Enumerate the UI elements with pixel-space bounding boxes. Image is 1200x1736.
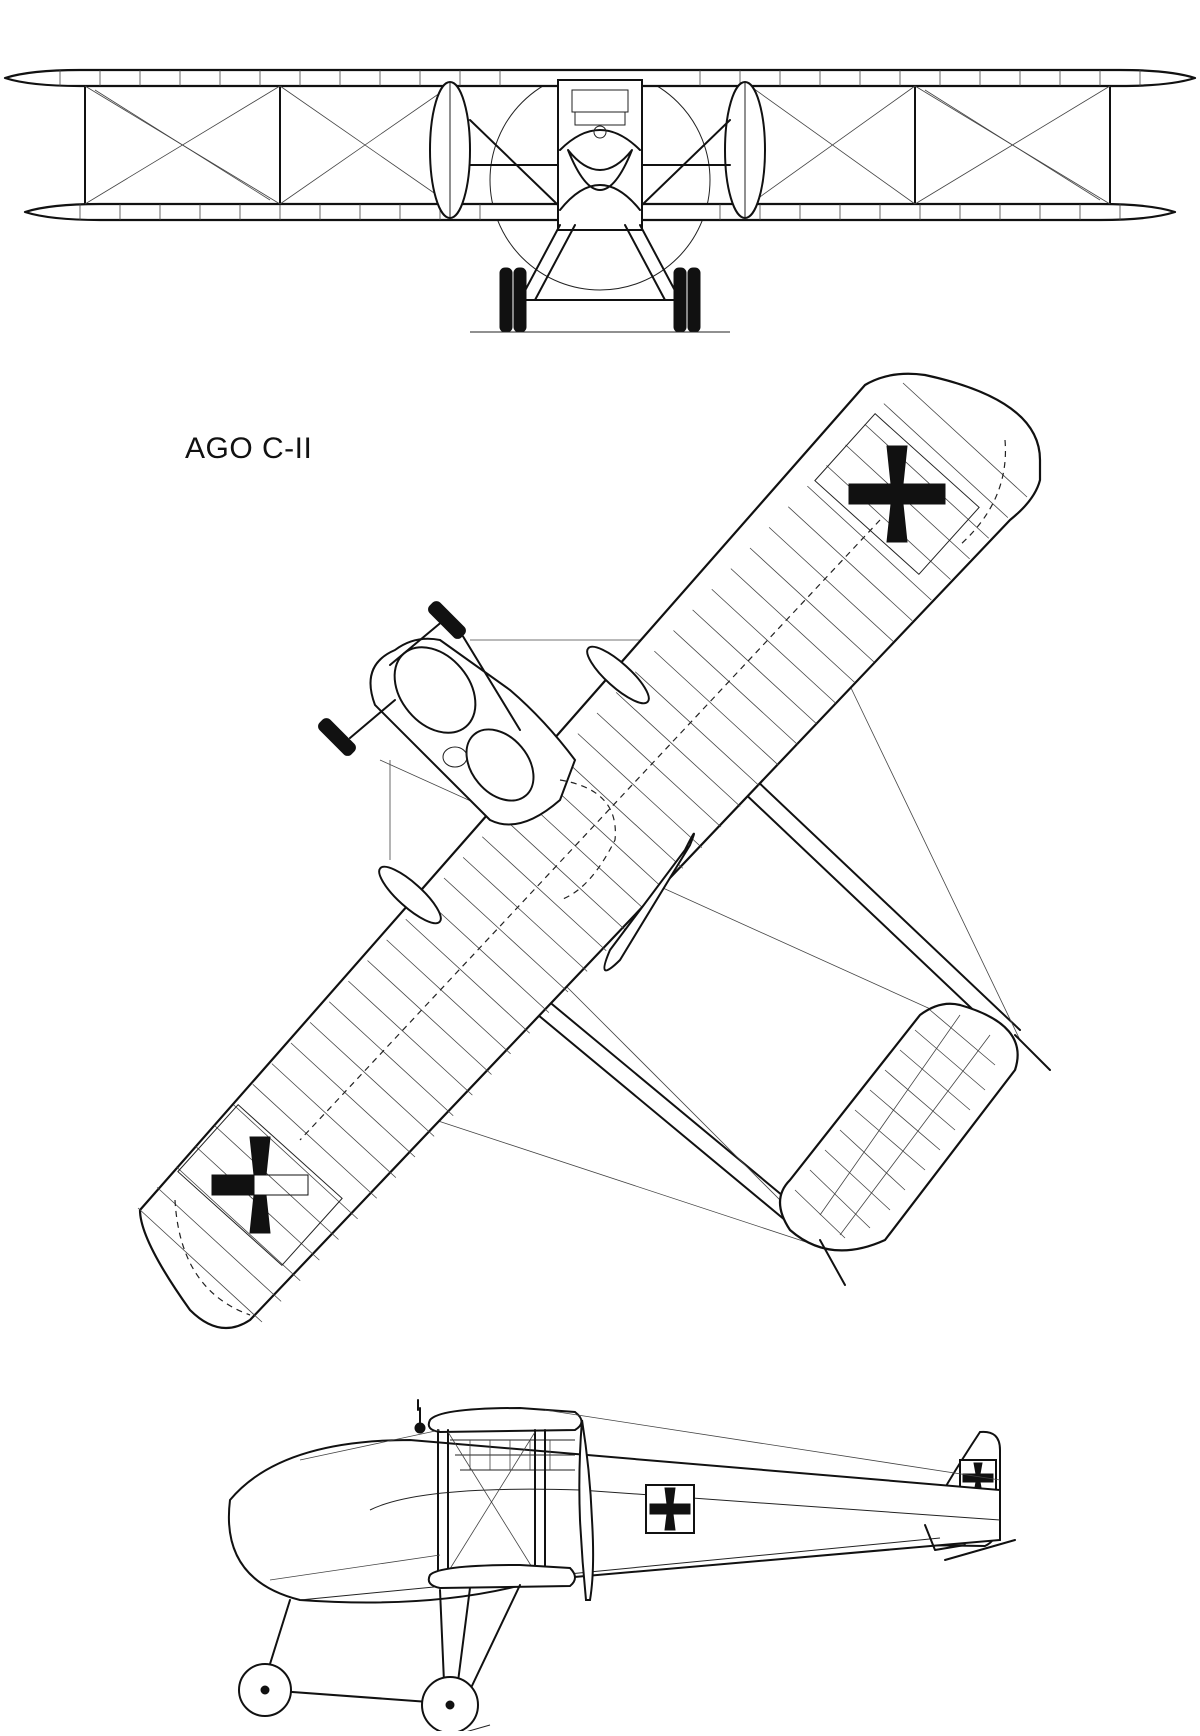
drawing-title: AGO C-II [185, 432, 313, 465]
top-engine-outline [559, 779, 616, 901]
side-wing-struts [437, 1429, 546, 1576]
top-spar-line [299, 519, 881, 1141]
top-fuselage-pod [369, 637, 577, 826]
front-bracing-wires [84, 85, 1111, 205]
side-upper-wing [427, 1406, 583, 1434]
top-aileron-lines [174, 439, 1007, 1316]
side-landing-gear [238, 1584, 521, 1736]
front-interplane-struts [84, 85, 1111, 205]
top-tailplane-ribs [794, 1009, 996, 1239]
top-left-root-fairing [378, 865, 442, 925]
front-view [3, 68, 1197, 333]
front-wing-ribs [59, 70, 1141, 220]
side-tail-skid [924, 1524, 1016, 1561]
top-left-insignia [177, 1104, 343, 1266]
top-tail-booms [519, 759, 1021, 1246]
top-landing-gear [318, 601, 521, 756]
front-landing-gear [470, 224, 730, 333]
top-tailplane [778, 1002, 1019, 1252]
side-view [227, 1399, 1016, 1736]
side-bracing [269, 1409, 1001, 1581]
top-right-root-fairing [586, 645, 650, 705]
side-fuselage-insignia [645, 1484, 695, 1534]
top-propeller [603, 832, 695, 972]
side-fuselage [227, 1438, 1001, 1604]
side-lower-wing [427, 1563, 576, 1590]
top-view [137, 372, 1051, 1330]
top-main-wing [138, 372, 1042, 1330]
top-right-insignia [814, 413, 980, 575]
side-propeller [578, 1419, 595, 1601]
front-cabane-struts [469, 119, 731, 206]
front-upper-wing [3, 68, 1197, 88]
